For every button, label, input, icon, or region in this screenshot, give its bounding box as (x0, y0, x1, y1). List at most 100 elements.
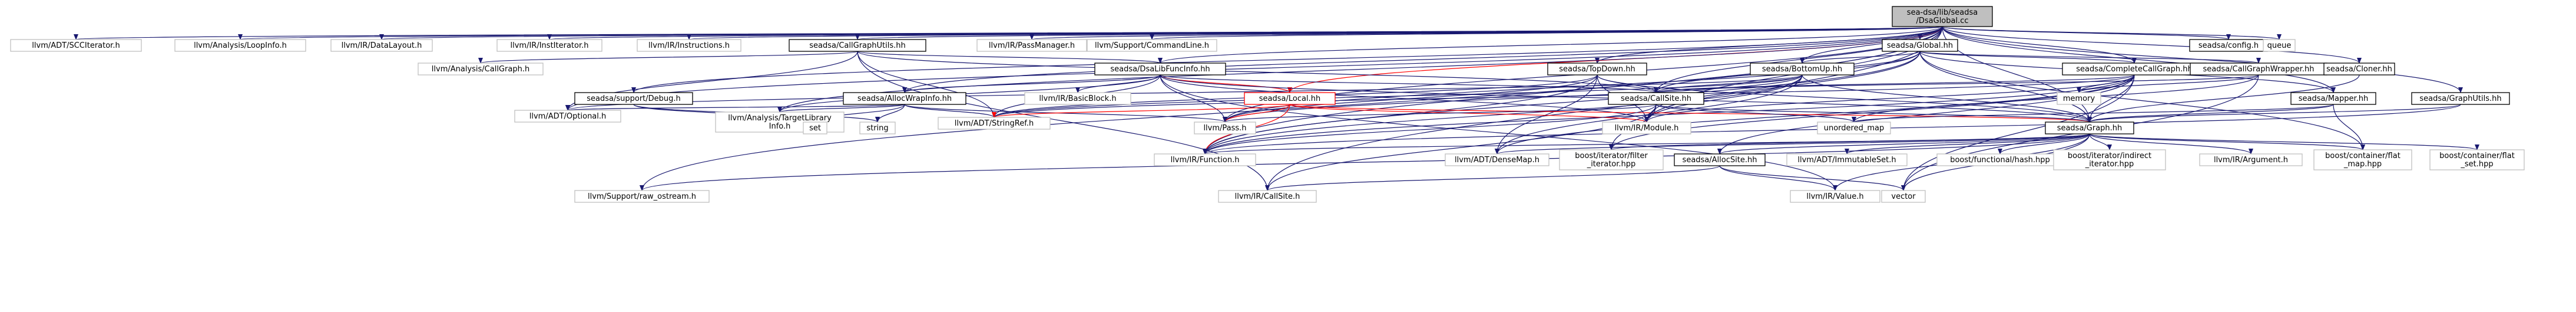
edge-bottomup-to-stringref (992, 74, 1803, 118)
node-label: string (866, 124, 888, 133)
edge-graph-to-densemap (1495, 133, 2090, 155)
edge-root-to-config (1942, 26, 2231, 40)
node-box (1786, 153, 1908, 166)
node-label: seadsa/AllocSite.hh (1683, 156, 1757, 165)
node-box (574, 190, 710, 203)
node-scc[interactable]: llvm/ADT/SCCIterator.h (10, 39, 142, 52)
edge-root-to-callsite_hh (1654, 26, 1943, 93)
node-box (2323, 63, 2395, 75)
node-completecg[interactable]: seadsa/CompleteCallGraph.hh (2062, 63, 2207, 75)
edge-mapper-to-graph (2087, 104, 2334, 123)
node-allocwrap[interactable]: seadsa/AllocWrapInfo.hh (843, 92, 966, 105)
node-pass[interactable]: llvm/Pass.h (1194, 121, 1256, 134)
node-basicblock[interactable]: llvm/IR/BasicBlock.h (1024, 92, 1131, 105)
node-debug[interactable]: seadsa/support/Debug.h (574, 92, 693, 105)
node-mapper[interactable]: seadsa/Mapper.hh (2290, 92, 2376, 105)
edge-allocsite-to-ir_callsite (1265, 165, 1720, 191)
node-label: llvm/IR/Module.h (1615, 124, 1679, 133)
node-graph[interactable]: seadsa/Graph.hh (2045, 121, 2134, 134)
node-allocsite[interactable]: seadsa/AllocSite.hh (1674, 153, 1766, 166)
node-unordered_map[interactable]: unordered_map (1817, 121, 1891, 134)
node-global[interactable]: seadsa/Global.hh (1882, 39, 1958, 52)
node-bottomup[interactable]: seadsa/BottomUp.hh (1750, 63, 1855, 75)
node-box (1154, 153, 1256, 166)
node-datalayout[interactable]: llvm/IR/DataLayout.h (330, 39, 433, 52)
edge-root-to-raw_ostream (640, 26, 1943, 191)
node-box (174, 39, 306, 52)
node-densemap[interactable]: llvm/ADT/DenseMap.h (1445, 153, 1549, 166)
node-root: sea-dsa/lib/seadsa/DsaGlobal.cc (1892, 6, 1993, 27)
node-ir_callsite[interactable]: llvm/IR/CallSite.h (1218, 190, 1317, 203)
node-module[interactable]: llvm/IR/Module.h (1602, 121, 1691, 134)
node-flatmap[interactable]: boost/container/flat_map.hpp (2313, 149, 2412, 170)
edge-graph-to-hash (1998, 133, 2090, 155)
node-passmgr[interactable]: llvm/IR/PassManager.h (976, 39, 1087, 52)
node-box (418, 63, 544, 75)
node-cmdline[interactable]: llvm/Support/CommandLine.h (1087, 39, 1217, 52)
node-instructions[interactable]: llvm/IR/Instructions.h (637, 39, 741, 52)
node-label: llvm/IR/Argument.h (2214, 156, 2288, 165)
edge-global-to-bottomup (1800, 51, 1921, 64)
node-label: seadsa/CallGraphUtils.hh (809, 41, 905, 50)
edge-allocwrap-to-stringref (904, 104, 996, 118)
node-label: llvm/ADT/SCCIterator.h (32, 41, 120, 50)
node-immset[interactable]: llvm/ADT/ImmutableSet.h (1786, 153, 1908, 166)
edge-cgutils-to-dsalib (857, 51, 1163, 64)
node-topdown[interactable]: seadsa/TopDown.hh (1547, 63, 1647, 75)
node-stringref[interactable]: llvm/ADT/StringRef.h (938, 117, 1051, 130)
node-label: seadsa/config.h (2198, 41, 2259, 50)
edge-graph-to-indirect (2089, 133, 2112, 150)
node-label: llvm/Pass.h (1203, 124, 1246, 133)
node-config[interactable]: seadsa/config.h (2189, 39, 2268, 52)
node-dsalib[interactable]: seadsa/DsaLibFuncInfo.hh (1094, 63, 1226, 75)
node-argument[interactable]: llvm/IR/Argument.h (2199, 153, 2303, 166)
edge-local-to-module (1289, 104, 1649, 123)
node-loopinfo[interactable]: llvm/Analysis/LoopInfo.h (174, 39, 306, 52)
node-label: vector (1891, 192, 1916, 201)
node-filteriter[interactable]: boost/iterator/filter_iterator.hpp (1559, 149, 1664, 170)
node-cgutils[interactable]: seadsa/CallGraphUtils.hh (789, 39, 926, 52)
node-memory[interactable]: memory (2057, 92, 2101, 105)
edge-global-to-pass (1223, 51, 1921, 123)
node-box (1547, 63, 1647, 75)
node-indirect[interactable]: boost/iterator/indirect_iterator.hpp (2053, 149, 2166, 170)
node-hash[interactable]: boost/functional/hash.hpp (1936, 153, 2064, 166)
node-box (2290, 92, 2376, 105)
node-institer[interactable]: llvm/IR/InstIterator.h (496, 39, 602, 52)
edge-local-to-graph (1289, 104, 2092, 123)
node-function[interactable]: llvm/IR/Function.h (1154, 153, 1256, 166)
node-box (1024, 92, 1131, 105)
node-value[interactable]: llvm/IR/Value.h (1790, 190, 1880, 203)
edge-cgutils-to-stringref (857, 51, 996, 118)
node-box (1750, 63, 1855, 75)
node-callsite_hh[interactable]: seadsa/CallSite.hh (1608, 92, 1704, 105)
node-label: seadsa/CallSite.hh (1621, 94, 1691, 103)
node-cloner[interactable]: seadsa/Cloner.hh (2323, 63, 2395, 75)
edge-cgwrapper-to-memory (2077, 74, 2259, 93)
edge-allocsite-to-vector (1719, 165, 1906, 191)
node-label: unordered_map (1824, 124, 1885, 133)
node-box (10, 39, 142, 52)
node-graphutils[interactable]: seadsa/GraphUtils.hh (2411, 92, 2510, 105)
node-raw_ostream[interactable]: llvm/Support/raw_ostream.h (574, 190, 710, 203)
node-optional[interactable]: llvm/ADT/Optional.h (514, 110, 621, 123)
edge-allocwrap-to-targetlib (777, 104, 905, 113)
node-vector[interactable]: vector (1881, 190, 1926, 203)
node-local[interactable]: seadsa/Local.hh (1244, 92, 1336, 105)
edge-graph-to-argument (2089, 133, 2253, 155)
edge-root-to-completecg (1942, 26, 2137, 64)
edge-allocwrap-to-optional (566, 104, 905, 111)
node-flatset[interactable]: boost/container/flat_set.hpp (2429, 149, 2525, 170)
node-label: /DsaGlobal.cc (1916, 17, 1968, 25)
node-box (2199, 153, 2303, 166)
node-string[interactable]: string (859, 121, 896, 134)
node-callgraph[interactable]: llvm/Analysis/CallGraph.h (418, 63, 544, 75)
node-set[interactable]: set (803, 121, 827, 134)
node-cgwrapper[interactable]: seadsa/CallGraphWrapper.hh (2190, 63, 2327, 75)
node-label: _iterator.hpp (1587, 160, 1636, 169)
node-queue[interactable]: queue (2263, 39, 2296, 52)
node-label: llvm/ADT/DenseMap.h (1455, 156, 1539, 165)
node-label: _map.hpp (2343, 160, 2382, 169)
